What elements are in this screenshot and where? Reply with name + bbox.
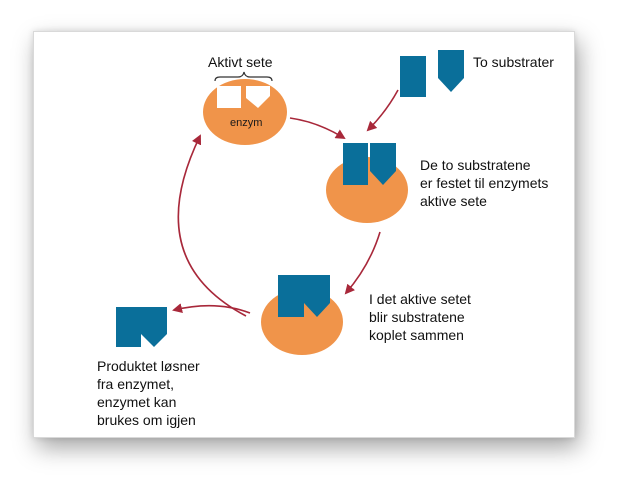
bound-substrate-pentagon	[370, 143, 396, 185]
substrate-rect	[400, 56, 426, 97]
attached-label: De to substratene er festet til enzymets…	[420, 157, 549, 209]
arrow-enzyme-recycle	[177, 134, 247, 317]
active-site-label: Aktivt sete	[208, 54, 273, 70]
active-site-rect	[217, 86, 241, 108]
active-site-notch	[246, 86, 270, 108]
enzyme-substrate-complex	[326, 143, 408, 223]
active-site-bracket	[214, 71, 273, 82]
enzyme-with-active-site	[203, 79, 287, 145]
enzyme-label: enzym	[230, 117, 263, 129]
arrow-complex-to-coupled	[344, 231, 381, 295]
released-label: Produktet løsner fra enzymet, enzymet ka…	[97, 358, 200, 428]
two-substrates-label: To substrater	[473, 54, 554, 70]
enzyme-coupled-complex	[261, 275, 343, 355]
arrow-enzyme-to-complex	[289, 117, 346, 140]
arrow-product-release	[172, 303, 251, 314]
substrate-pentagon	[438, 50, 464, 92]
bound-substrate-rect	[343, 143, 368, 185]
coupled-label: I det aktive setet blir substratene kopl…	[369, 291, 471, 343]
free-substrates	[400, 50, 464, 97]
arrow-substrates-in	[366, 89, 399, 132]
coupled-product	[278, 275, 330, 317]
released-product	[116, 307, 167, 347]
diagram-card	[33, 31, 575, 438]
